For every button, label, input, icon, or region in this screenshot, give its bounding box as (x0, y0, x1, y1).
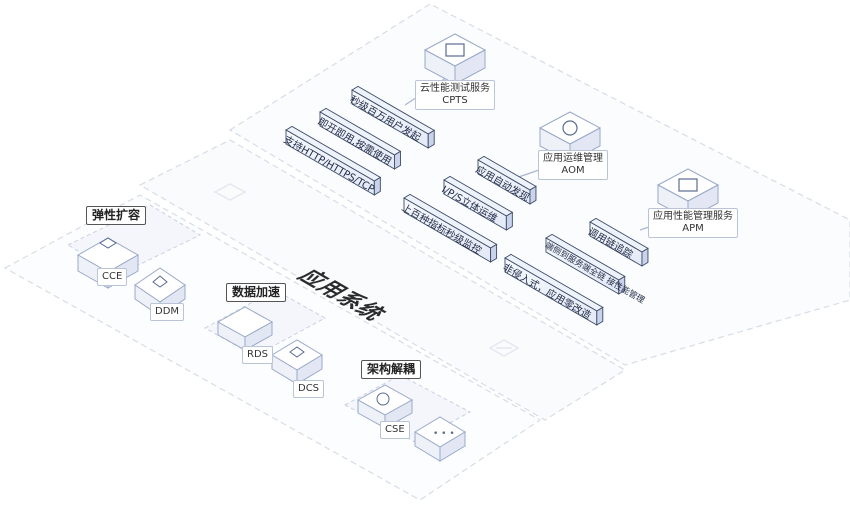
cpts-name: 云性能测试服务 (420, 83, 490, 94)
svg-text:• • •: • • • (433, 429, 455, 439)
aom-label: 应用运维管理 AOM (538, 150, 608, 180)
apm-code: APM (682, 223, 704, 234)
apm-feature-pill-cap-2 (596, 306, 604, 326)
faint-decor-icon (213, 183, 520, 357)
aom-code: AOM (561, 165, 585, 176)
apm-name: 应用性能管理服务 (653, 211, 733, 222)
ddm-label: DDM (150, 303, 185, 321)
cpts-feature-pill-cap-2 (373, 176, 381, 196)
cce-label: CCE (97, 268, 128, 286)
aom-feature-pill-cap-2 (490, 243, 498, 263)
cpts-feature-pill-cap-1 (394, 150, 401, 170)
arch-group-title: 架构解耦 (361, 360, 422, 379)
apm-feature-pill-cap-1 (618, 275, 626, 295)
aom-feature-pill-cap-0 (529, 185, 537, 205)
elastic-group-title: 弹性扩容 (86, 206, 147, 225)
aom-feature-pill-cap-1 (505, 211, 513, 231)
apm-feature-pill-cap-0 (641, 247, 649, 267)
cpts-feature-pill-cap-0 (427, 129, 435, 149)
dcs-label: DCS (293, 380, 325, 398)
cpts-code: CPTS (442, 95, 468, 106)
cpts-label: 云性能测试服务 CPTS (415, 80, 495, 110)
feature-pills (285, 85, 649, 326)
apm-label: 应用性能管理服务 APM (648, 208, 738, 238)
data-group-title: 数据加速 (226, 283, 287, 302)
cse-label: CSE (380, 421, 410, 439)
arch-group-panel: • • • (343, 374, 472, 462)
cpts-cube-icon (423, 33, 487, 85)
aom-name: 应用运维管理 (543, 153, 603, 164)
middle-platform (138, 139, 627, 421)
top-platform (228, 3, 850, 366)
rds-label: RDS (242, 346, 273, 364)
